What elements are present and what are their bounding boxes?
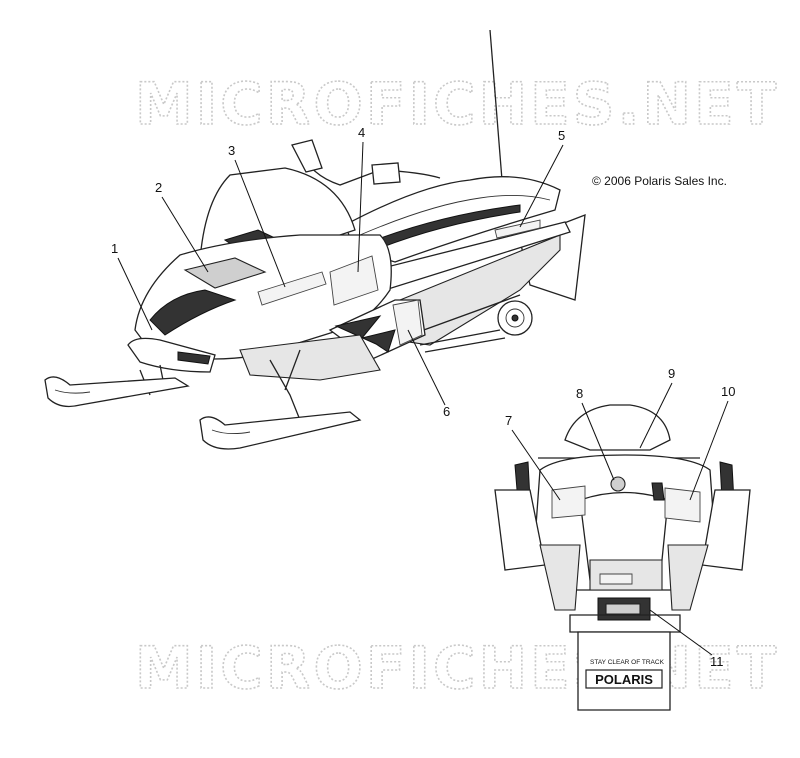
leader-6	[407, 329, 446, 406]
decal-5-rear	[494, 219, 541, 239]
callout-6: 6	[443, 404, 450, 419]
leader-3	[234, 159, 286, 288]
front-suspension	[269, 349, 301, 421]
leader-7	[511, 429, 561, 501]
callout-11: 11	[710, 654, 724, 669]
decal-3-hood	[257, 271, 327, 306]
right-running-board	[701, 489, 751, 571]
decal-10-right-side	[664, 487, 701, 523]
leader-8	[581, 402, 615, 481]
front-bumper	[127, 337, 216, 373]
leader-4	[357, 141, 364, 273]
callout-1: 1	[111, 241, 118, 256]
callout-2: 2	[155, 180, 162, 195]
rear-view-windshield	[564, 404, 671, 451]
hood-vent	[149, 289, 237, 336]
decal-11-rear	[599, 573, 633, 585]
leader-9	[639, 382, 673, 449]
leader-11	[649, 609, 713, 656]
right-grip	[371, 162, 401, 185]
callout-9: 9	[668, 366, 675, 381]
callout-8: 8	[576, 386, 583, 401]
headlight	[177, 351, 211, 365]
left-ski	[44, 376, 190, 408]
leader-2	[161, 196, 209, 273]
flap-warning-text: STAY CLEAR OF TRACK	[590, 659, 665, 666]
callout-7: 7	[505, 413, 512, 428]
leader-10	[689, 400, 729, 501]
seat-strip	[369, 204, 521, 251]
flap-brand-text: POLARIS	[595, 672, 653, 687]
callout-5: 5	[558, 128, 565, 143]
side-logo-stripe	[334, 315, 396, 353]
snowmobile-side-view	[44, 29, 586, 450]
flag-pole	[489, 29, 503, 181]
rear-view-seat	[579, 491, 669, 581]
flap-brand-box	[585, 669, 663, 689]
copyright-notice: © 2006 Polaris Sales Inc.	[592, 174, 727, 188]
right-ski	[199, 411, 362, 450]
callouts: 1 2 3 4 5 6 7 8 9 10 11	[111, 125, 735, 669]
gas-cap	[610, 476, 626, 492]
callout-3: 3	[228, 143, 235, 158]
snowmobile-rear-view: STAY CLEAR OF TRACK POLARIS	[494, 404, 751, 711]
callout-10: 10	[721, 384, 735, 399]
hood-panel	[183, 257, 267, 289]
leader-5	[519, 144, 564, 228]
decal-6-side-panel	[392, 299, 423, 346]
callout-4: 4	[358, 125, 365, 140]
right-footrest	[667, 544, 709, 611]
watermark-top: MICROFICHES.NET	[135, 70, 779, 138]
decal-7-left-side	[551, 485, 586, 519]
leader-1	[117, 257, 153, 331]
left-footrest	[539, 544, 581, 611]
watermark-bottom: MICROFICHES.NET	[135, 634, 779, 702]
left-grip	[291, 139, 323, 173]
